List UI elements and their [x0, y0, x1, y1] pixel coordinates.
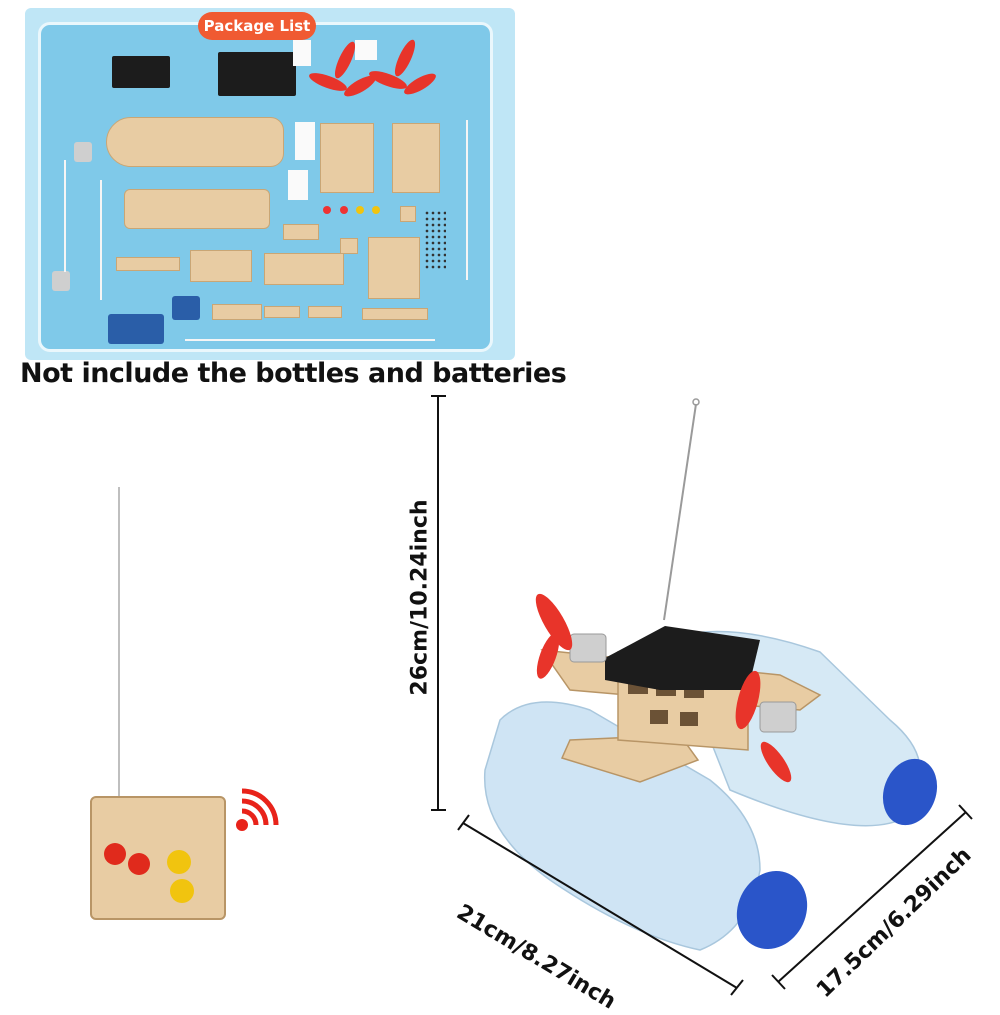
- bead-part: [340, 206, 348, 214]
- battery-box-part: [218, 52, 296, 96]
- small-bracket-part: [400, 206, 416, 222]
- remote-button-yellow: [170, 879, 194, 903]
- exclusion-note: Not include the bottles and batteries: [20, 358, 567, 389]
- strip-part: [308, 306, 342, 318]
- small-bracket-part: [283, 224, 319, 240]
- height-dimension-label: 26cm/10.24inch: [407, 499, 433, 696]
- wire-part: [100, 180, 102, 300]
- cabin-panel-part: [392, 123, 440, 193]
- battery-box-part: [112, 56, 170, 88]
- strip-part: [116, 257, 180, 271]
- wing-plate-part: [124, 189, 270, 229]
- strip-part: [362, 308, 428, 320]
- wireless-signal-icon: [236, 788, 279, 831]
- propeller-part: [309, 39, 436, 97]
- cabin-panel-part: [320, 123, 374, 193]
- motor-part: [52, 271, 70, 291]
- window-panel-part: [190, 250, 252, 282]
- strip-part: [264, 306, 300, 318]
- receiver-board-part: [172, 296, 200, 320]
- small-bracket-part: [340, 238, 358, 254]
- package-list-badge: Package List: [198, 12, 316, 40]
- bead-part: [372, 206, 380, 214]
- antenna-wire-part: [185, 339, 435, 341]
- sticker-pads-part: [355, 40, 377, 60]
- wire-part: [64, 160, 66, 272]
- remote-button-red: [128, 853, 150, 875]
- motor-part: [74, 142, 92, 162]
- remote-antenna: [118, 487, 120, 797]
- sticker-pads-part: [293, 40, 311, 66]
- window-panel-part: [264, 253, 344, 285]
- strip-part: [212, 304, 262, 320]
- boat-deck-part: [106, 117, 284, 167]
- boat-illustration: [483, 398, 938, 951]
- sticker-pads-part: [288, 170, 308, 200]
- sticker-pads-part: [295, 122, 315, 160]
- box-panel-part: [368, 237, 420, 299]
- bead-part: [323, 206, 331, 214]
- screws-part: [424, 210, 446, 270]
- remote-button-yellow: [167, 850, 191, 874]
- remote-board-part: [108, 314, 164, 344]
- antenna-wire-part: [466, 120, 468, 280]
- bead-part: [356, 206, 364, 214]
- remote-button-red: [104, 843, 126, 865]
